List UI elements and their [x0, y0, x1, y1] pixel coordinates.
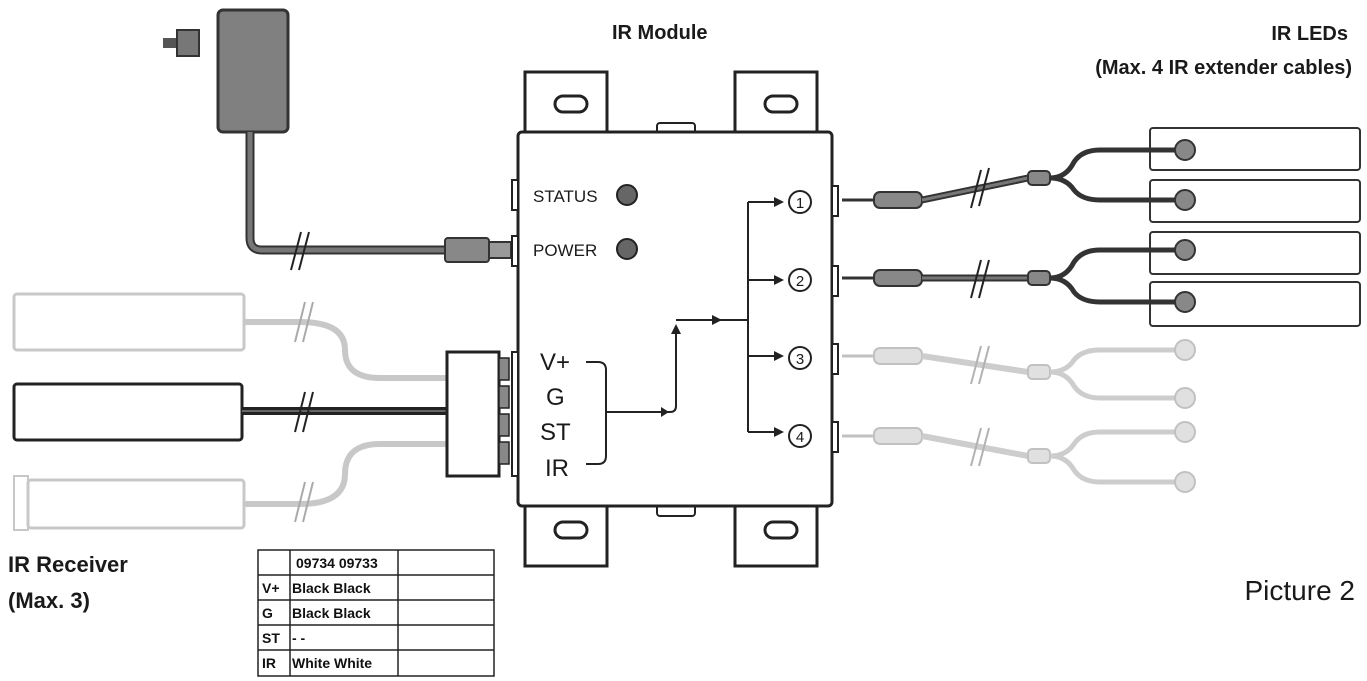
module-title: IR Module	[612, 22, 708, 44]
break-mark-power	[290, 231, 310, 271]
status-label: STATUS	[533, 187, 598, 206]
ir-receiver-1	[12, 292, 447, 381]
ir-extender-cable-3	[842, 339, 1196, 409]
table-header: 09734 09733	[296, 555, 378, 571]
port-2: 2	[788, 268, 812, 292]
power-cable	[245, 132, 445, 255]
power-plug	[444, 237, 490, 263]
port-1-label: 1	[796, 195, 804, 212]
ir-extender-cable-1	[842, 139, 1196, 211]
port-4-label: 4	[796, 429, 804, 446]
table-row-4-pin: IR	[262, 655, 276, 671]
receiver-title: IR Receiver	[8, 552, 128, 577]
pin-label-st: ST	[540, 419, 571, 446]
ir-extender-cable-4	[842, 421, 1196, 493]
table-row-2-values: Black Black	[292, 605, 371, 621]
power-label: POWER	[533, 241, 597, 260]
ir-module	[511, 70, 839, 568]
ir-extender-cable-2	[842, 239, 1196, 313]
pin-label-vplus: V+	[540, 349, 570, 376]
leds-title: IR LEDs	[1271, 23, 1348, 45]
terminal-block	[445, 350, 510, 478]
leds-subtitle: (Max. 4 IR extender cables)	[1095, 57, 1352, 79]
power-led	[616, 238, 638, 260]
receiver-subtitle: (Max. 3)	[8, 588, 90, 613]
internal-wiring	[586, 201, 782, 465]
port-1: 1	[788, 190, 812, 214]
port-2-label: 2	[796, 273, 804, 290]
pin-label-ir: IR	[545, 455, 569, 482]
ir-receiver-2	[12, 382, 447, 442]
status-led	[616, 184, 638, 206]
table-row-1-values: Black Black	[292, 580, 371, 596]
picture-label: Picture 2	[1245, 575, 1356, 606]
table-row-2-pin: G	[262, 605, 273, 621]
port-4: 4	[788, 424, 812, 448]
ir-receiver-3	[13, 441, 447, 531]
power-adapter	[163, 8, 290, 134]
table-row-1-pin: V+	[262, 580, 280, 596]
table-row-3-values: - -	[292, 630, 306, 646]
table-row-4-values: White White	[292, 655, 372, 671]
port-3: 3	[788, 346, 812, 370]
led-target-devices	[1149, 127, 1361, 327]
pin-label-g: G	[546, 384, 565, 411]
port-3-label: 3	[796, 351, 804, 368]
wire-color-table: 09734 09733 V+ Black Black G Black Black…	[257, 549, 495, 677]
arrow-heads	[661, 197, 784, 437]
table-row-3-pin: ST	[262, 630, 280, 646]
